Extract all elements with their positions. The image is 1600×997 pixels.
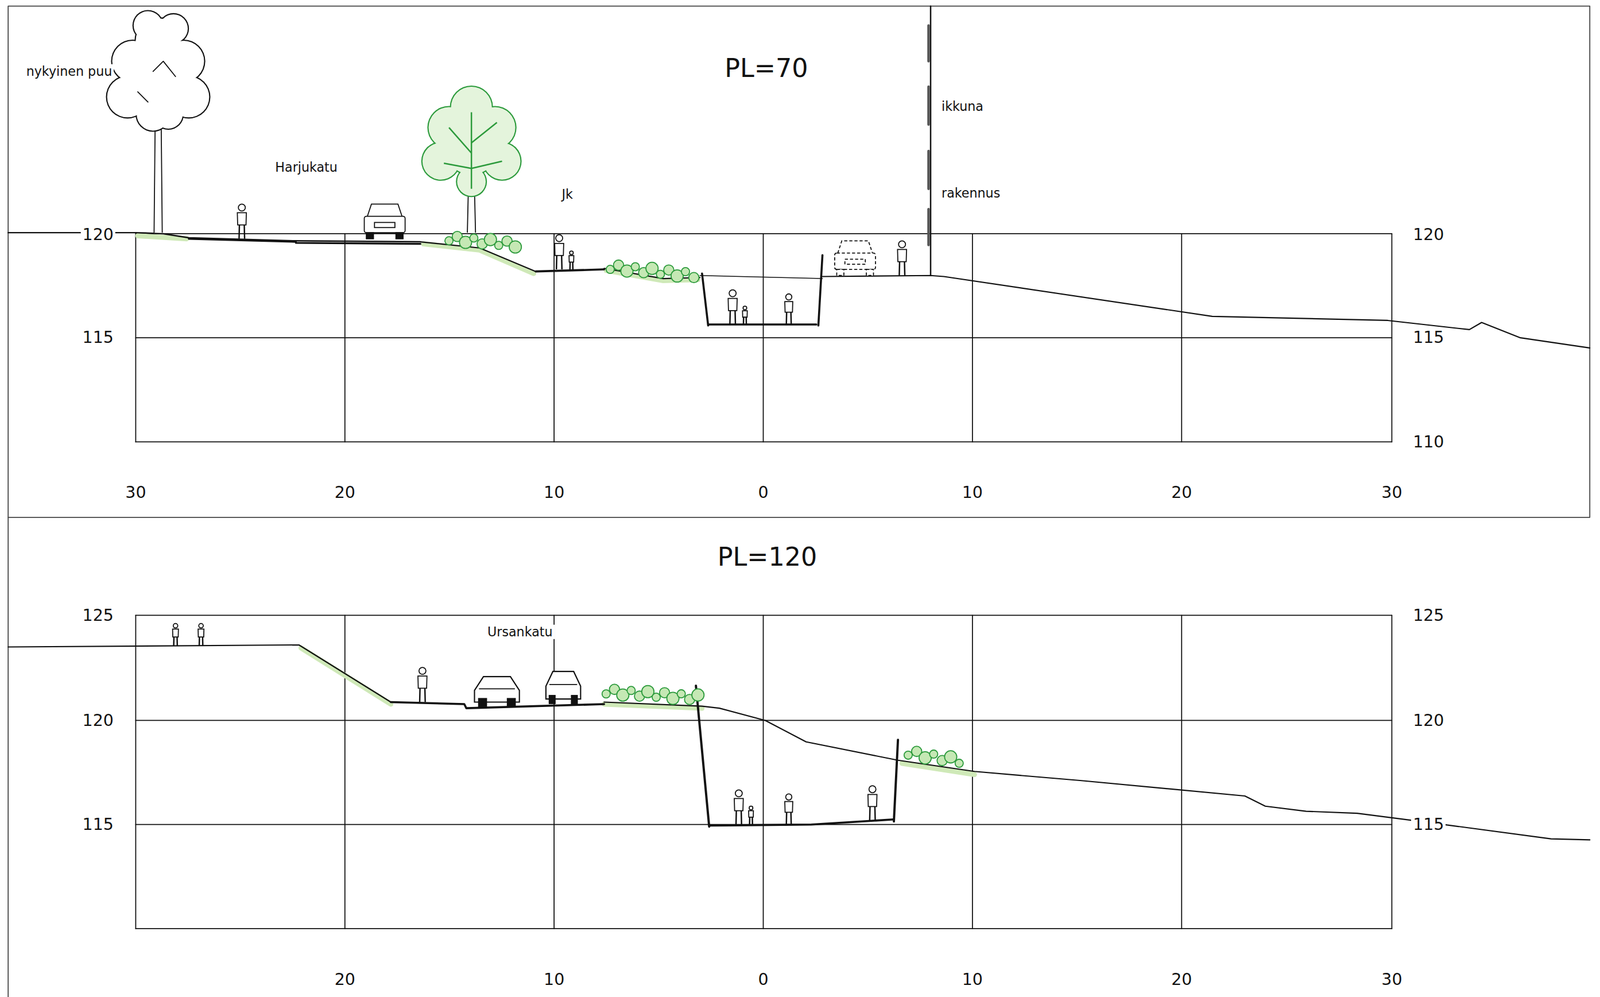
axis-number: 10 — [960, 483, 985, 502]
grid-line — [1180, 614, 1183, 928]
car-figure — [364, 203, 406, 239]
axis-number: 125 — [80, 606, 116, 625]
tree-detail — [137, 91, 149, 103]
underpass-floor — [709, 819, 894, 826]
grid-line — [1391, 233, 1393, 442]
window-mark — [927, 25, 930, 61]
ground-line — [8, 232, 421, 242]
panel-frame — [8, 6, 1590, 518]
axis-number: 30 — [1379, 970, 1404, 989]
axis-number: 30 — [1379, 483, 1404, 502]
person-figure — [568, 250, 574, 270]
axis-number: 10 — [541, 970, 567, 989]
axis-number: 115 — [1411, 328, 1446, 347]
person-figure — [748, 806, 754, 825]
street-surface — [188, 238, 421, 244]
person-figure — [742, 305, 747, 325]
tree-figure — [105, 9, 211, 233]
person-figure — [868, 785, 878, 820]
section-title: PL=120 — [715, 543, 820, 572]
axis-number: 20 — [332, 970, 358, 989]
retaining-wall — [695, 685, 710, 827]
grid-line — [344, 614, 346, 928]
grid-line — [1391, 614, 1393, 928]
planting-band — [901, 762, 975, 775]
building-wall — [930, 6, 932, 276]
street-name: Harjukatu — [273, 160, 340, 174]
axis-number: 115 — [80, 815, 116, 834]
ground-line — [8, 644, 391, 703]
person-figure — [784, 793, 793, 824]
note-label: nykyinen puu — [24, 64, 115, 79]
person-figure — [417, 667, 428, 702]
tree-detail — [153, 61, 176, 77]
shrub-planting — [606, 260, 700, 283]
grid-line — [762, 614, 765, 928]
panel-frame — [7, 517, 9, 997]
person-figure — [784, 293, 793, 325]
person-figure — [727, 289, 738, 325]
axis-number: 10 — [960, 970, 985, 989]
axis-number: 10 — [541, 483, 567, 502]
axis-number: 120 — [1411, 711, 1446, 730]
shrub-planting — [444, 231, 522, 254]
axis-number: 120 — [1411, 225, 1446, 244]
grid-line — [135, 233, 137, 442]
window-mark — [927, 150, 930, 189]
note-label: rakennus — [939, 186, 1002, 200]
tree-figure — [421, 85, 522, 233]
shrub-planting — [602, 683, 705, 704]
grid-line — [553, 614, 555, 928]
axis-number: 30 — [123, 483, 148, 502]
existing-ground — [699, 275, 823, 279]
grid-line — [344, 233, 346, 442]
person-figure — [897, 240, 907, 275]
person-figure — [734, 789, 744, 824]
grid-line — [553, 233, 555, 442]
person-figure — [237, 203, 247, 239]
axis-number: 20 — [332, 483, 358, 502]
note-label: ikkuna — [939, 99, 986, 114]
car-figure — [474, 676, 520, 707]
grid-line — [135, 614, 137, 928]
axis-number: 115 — [80, 328, 116, 347]
car-figure — [834, 240, 876, 275]
shrub-planting — [904, 745, 964, 767]
street-name: Ursankatu — [485, 624, 555, 639]
axis-number: 20 — [1169, 970, 1194, 989]
axis-number: 120 — [80, 225, 116, 244]
grid-line — [971, 233, 974, 442]
axis-number: 120 — [80, 711, 116, 730]
planting-band — [300, 647, 391, 704]
underpass-floor — [708, 323, 817, 326]
window-mark — [927, 86, 930, 125]
retaining-wall — [702, 273, 709, 326]
axis-number: 20 — [1169, 483, 1194, 502]
axis-number: 0 — [756, 483, 770, 502]
ground-line — [822, 275, 1591, 348]
person-figure — [172, 623, 179, 646]
window-mark — [927, 208, 930, 245]
ground-line — [603, 701, 1590, 840]
axis-number: 115 — [1411, 815, 1446, 834]
grid-line — [762, 233, 765, 442]
person-figure — [554, 234, 564, 270]
axis-number: 125 — [1411, 606, 1446, 625]
section-title: PL=70 — [722, 54, 810, 83]
axis-number: 0 — [756, 970, 770, 989]
grid-line — [1180, 233, 1183, 442]
car-figure — [545, 671, 581, 704]
walkway-surface — [535, 269, 604, 272]
retaining-wall — [818, 254, 823, 326]
retaining-wall — [893, 739, 898, 821]
person-figure — [198, 623, 204, 646]
axis-number: 110 — [1411, 432, 1446, 451]
path-label: Jk — [560, 186, 575, 201]
